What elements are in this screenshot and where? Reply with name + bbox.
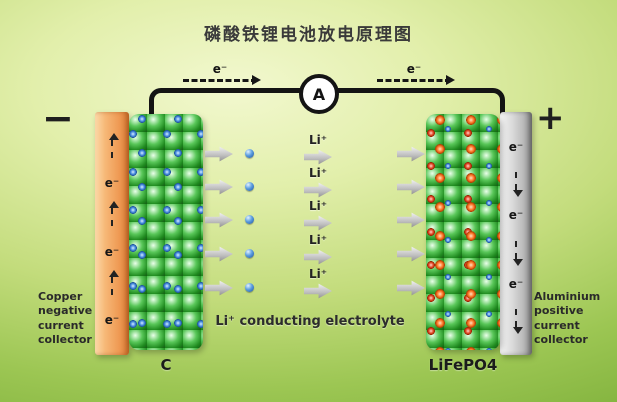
aluminium-collector-caption: Aluminium positive current collector <box>534 290 601 346</box>
li-ion-label: Li⁺ <box>308 133 328 147</box>
right-arrow-icon <box>304 249 332 265</box>
lithium-ion-dot <box>245 149 254 158</box>
electron-up-arrow-icon <box>109 201 119 227</box>
copper-collector: e⁻ e⁻ e⁻ <box>95 112 129 355</box>
right-arrow-icon <box>397 179 425 195</box>
right-arrow-icon <box>304 182 332 198</box>
right-arrow-icon <box>397 212 425 228</box>
ion-migration-row: Li⁺ <box>205 233 430 267</box>
right-arrow-icon <box>304 283 332 299</box>
right-arrow-icon <box>304 215 332 231</box>
li-ion-label: Li⁺ <box>308 166 328 180</box>
electron-flow-left: e⁻ <box>178 62 262 85</box>
right-arrow-icon <box>304 149 332 165</box>
negative-terminal: − <box>42 96 74 140</box>
right-arrow-icon <box>397 246 425 262</box>
electron-flow-right-label: e⁻ <box>406 62 422 76</box>
ion-label-group: Li⁺ <box>290 133 346 165</box>
electron-flow-right-arrow-icon <box>377 75 455 85</box>
right-arrow-icon <box>205 146 233 162</box>
electron-label: e⁻ <box>508 208 524 223</box>
electron-flow-left-label: e⁻ <box>212 62 228 76</box>
electron-label: e⁻ <box>508 276 524 291</box>
ion-label-group: Li⁺ <box>290 199 346 231</box>
right-arrow-icon <box>205 212 233 228</box>
li-ion-label: Li⁺ <box>308 267 328 281</box>
positive-terminal: + <box>536 98 565 138</box>
right-arrow-icon <box>205 280 233 296</box>
li-ion-label: Li⁺ <box>308 199 328 213</box>
ion-migration-row: Li⁺ <box>205 199 430 233</box>
ion-label-group: Li⁺ <box>290 267 346 299</box>
electron-down-arrow-icon <box>513 240 523 266</box>
right-arrow-icon <box>205 246 233 262</box>
lifepo4-label: LiFePO4 <box>428 356 498 374</box>
electron-label: e⁻ <box>508 140 524 155</box>
ammeter-label: A <box>312 84 326 104</box>
electron-down-arrow-icon <box>513 308 523 334</box>
lifepo4-electrode <box>426 114 500 350</box>
electrolyte-caption: Li⁺ conducting electrolyte <box>215 314 405 329</box>
electron-label: e⁻ <box>104 244 120 259</box>
electron-down-arrow-icon <box>513 172 523 198</box>
copper-collector-caption: Copper negative current collector <box>38 290 93 346</box>
right-arrow-icon <box>397 146 425 162</box>
electron-up-arrow-icon <box>109 269 119 295</box>
graphite-label: C <box>160 356 172 374</box>
electron-label: e⁻ <box>104 176 120 191</box>
electron-up-arrow-icon <box>109 133 119 159</box>
ammeter: A <box>299 74 339 114</box>
ion-migration-row: Li⁺ <box>205 166 430 200</box>
electron-flow-left-arrow-icon <box>183 75 261 85</box>
right-arrow-icon <box>397 280 425 296</box>
graphite-electrode <box>129 114 203 350</box>
li-ion-label: Li⁺ <box>308 233 328 247</box>
electron-flow-right: e⁻ <box>372 62 456 85</box>
diagram-title: 磷酸铁锂电池放电原理图 <box>204 25 413 45</box>
lithium-ion-dot <box>245 249 254 258</box>
ion-label-group: Li⁺ <box>290 233 346 265</box>
ion-label-group: Li⁺ <box>290 166 346 198</box>
lithium-ion-dot <box>245 215 254 224</box>
lithium-ion-dot <box>245 283 254 292</box>
aluminium-collector: e⁻ e⁻ e⁻ <box>500 112 532 355</box>
ion-migration-row: Li⁺ <box>205 133 430 167</box>
lithium-ion-dot <box>245 182 254 191</box>
ion-migration-row: Li⁺ <box>205 267 430 301</box>
electron-label: e⁻ <box>104 312 120 327</box>
right-arrow-icon <box>205 179 233 195</box>
